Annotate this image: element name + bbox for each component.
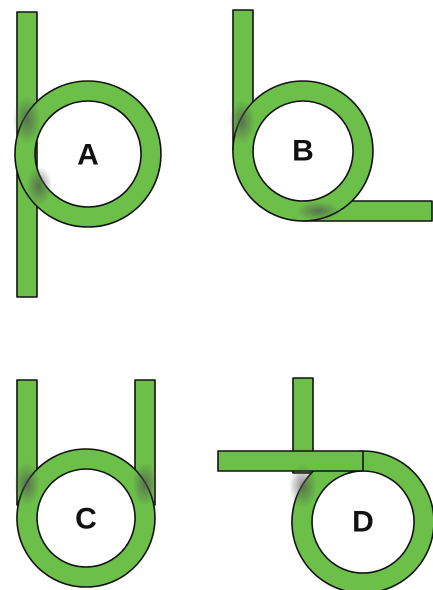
loop-panel-d: D — [218, 378, 433, 590]
loop-d-horizontal-tube — [218, 451, 363, 471]
loop-panel-a: A — [13, 12, 161, 297]
loop-panel-b: B — [229, 10, 432, 221]
loop-panel-c: C — [14, 380, 158, 587]
loop-d-label: D — [352, 506, 374, 539]
loop-b-label: B — [292, 135, 314, 168]
loop-c-label: C — [75, 503, 97, 536]
loop-a-label: A — [77, 139, 99, 172]
